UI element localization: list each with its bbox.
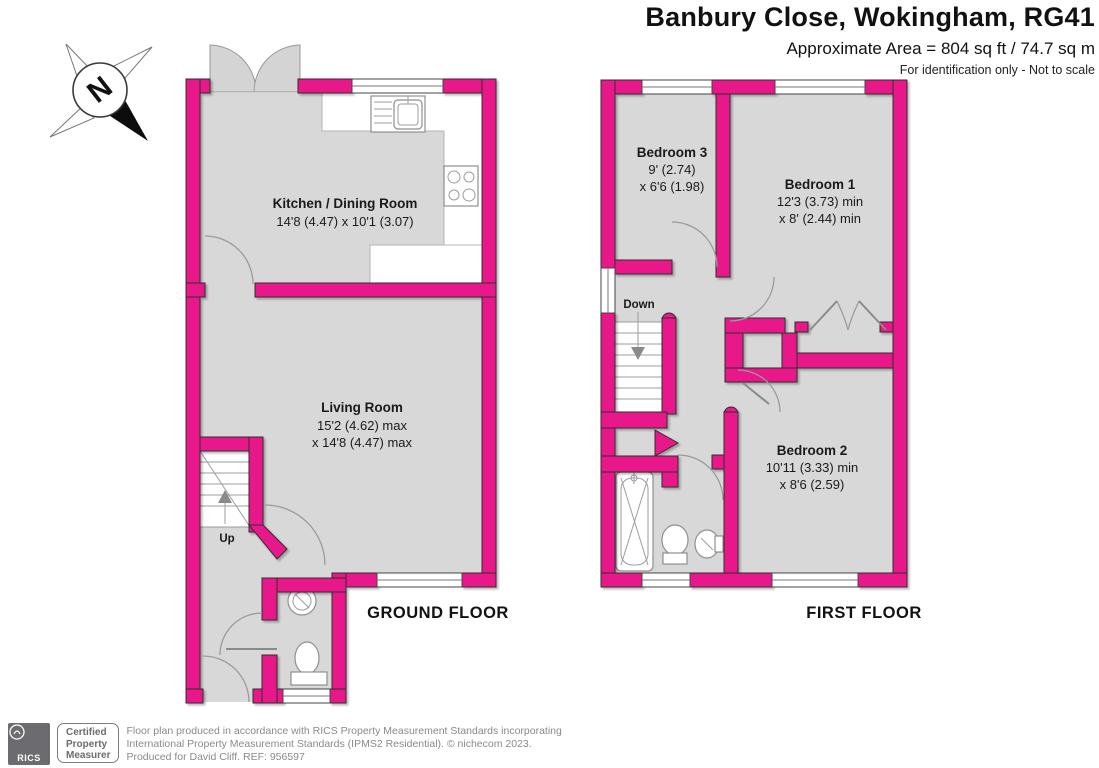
bedroom1-label: Bedroom 1	[785, 177, 856, 192]
first-floor-plan: Bedroom 3 9' (2.74) x 6'6 (1.98) Bedroom…	[600, 79, 922, 622]
badge-line-1: Certified	[66, 727, 107, 738]
bathroom-toilet-icon	[661, 524, 689, 565]
first-floor-walls	[600, 79, 908, 588]
kitchen-dims: 14'8 (4.47) x 10'1 (3.07)	[276, 214, 413, 229]
rics-lion-icon	[9, 724, 25, 740]
bedroom3-dims-2: x 6'6 (1.98)	[640, 179, 705, 194]
badge-line-2: Property	[66, 738, 108, 750]
bifold-wardrobe-icon	[809, 300, 887, 331]
page-title: Banbury Close, Wokingham, RG41	[645, 2, 1095, 32]
footer-text: Floor plan produced in accordance with R…	[126, 723, 561, 764]
footer-line-2: International Property Measurement Stand…	[126, 738, 532, 750]
footer-line-1: Floor plan produced in accordance with R…	[126, 725, 562, 737]
ground-floor-plan: Kitchen / Dining Room 14'8 (4.47) x 10'1…	[185, 44, 509, 704]
footer: RICS Certified Property Measurer Floor p…	[8, 723, 562, 765]
stairs-down	[614, 312, 663, 413]
kitchen-sink-icon	[370, 95, 426, 133]
bedroom1-dims-2: x 8' (2.44) min	[779, 211, 861, 226]
badge-line-3: Measurer	[66, 750, 111, 761]
stairs-up-label: Up	[219, 533, 234, 545]
header: Banbury Close, Wokingham, RG41 Approxima…	[645, 2, 1095, 77]
wc-toilet-icon	[290, 641, 328, 686]
living-room-label: Living Room	[321, 400, 403, 415]
bedroom1-dims-1: 12'3 (3.73) min	[777, 194, 863, 209]
first-floor-door-arcs	[671, 221, 781, 501]
bedroom2-dims-2: x 8'6 (2.59)	[780, 477, 845, 492]
first-floor-label: FIRST FLOOR	[806, 604, 922, 622]
hob-icon	[443, 165, 479, 207]
rics-logo: RICS	[8, 723, 50, 765]
french-doors-icon	[209, 44, 301, 93]
bedroom3-label: Bedroom 3	[637, 145, 708, 160]
certified-property-measurer-badge: Certified Property Measurer	[57, 723, 120, 763]
first-floor-windows	[600, 79, 866, 588]
rics-wordmark: RICS	[17, 753, 41, 763]
ground-floor-windows	[282, 78, 463, 704]
disclaimer: For identification only - Not to scale	[899, 63, 1095, 77]
compass-icon: N	[49, 43, 153, 141]
bedroom3-dims-1: 9' (2.74)	[648, 162, 695, 177]
approximate-area: Approximate Area = 804 sq ft / 74.7 sq m	[786, 39, 1095, 58]
ground-floor-walls	[185, 78, 497, 704]
kitchen-label: Kitchen / Dining Room	[273, 196, 418, 211]
bathroom-basin-icon	[694, 529, 724, 559]
stairs-down-label: Down	[623, 299, 654, 311]
bedroom2-dims-1: 10'11 (3.33) min	[766, 460, 859, 475]
ground-floor-label: GROUND FLOOR	[367, 604, 509, 622]
footer-line-3: Produced for David Cliff. REF: 956597	[126, 751, 305, 763]
ground-floor-door-arcs	[202, 235, 326, 703]
bath-icon	[615, 471, 654, 572]
living-room-dims-1: 15'2 (4.62) max	[317, 418, 407, 433]
stairs-up	[199, 450, 251, 528]
living-room-dims-2: x 14'8 (4.47) max	[312, 435, 413, 450]
bedroom2-label: Bedroom 2	[777, 443, 848, 458]
